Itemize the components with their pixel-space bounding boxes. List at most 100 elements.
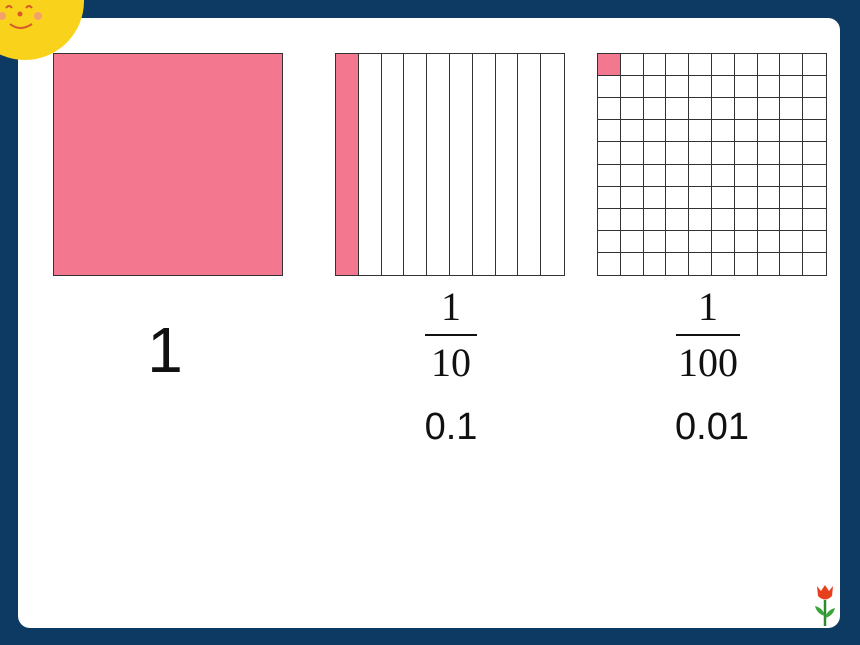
hundredth-cell (644, 120, 666, 142)
hundredth-cell (621, 187, 644, 209)
hundredth-cell (758, 209, 780, 231)
hundredth-cell (689, 187, 712, 209)
hundredth-cell (780, 98, 803, 120)
hundredth-cell (689, 54, 712, 76)
hundredth-cell (621, 98, 644, 120)
hundredth-cell (758, 187, 780, 209)
hundredth-cell (666, 76, 689, 98)
hundredth-cell (780, 253, 803, 275)
hundredth-cell (598, 120, 621, 142)
hundredth-cell (644, 187, 666, 209)
hundredth-cell (758, 120, 780, 142)
hundredth-cell (803, 187, 826, 209)
hundredth-cell (735, 98, 758, 120)
hundredth-cell (735, 76, 758, 98)
hundredth-cell (735, 54, 758, 76)
tenth-strip (382, 54, 404, 275)
hundredth-cell (803, 165, 826, 187)
hundredth-cell (666, 187, 689, 209)
hundredth-cell (780, 209, 803, 231)
hundredth-cell (780, 231, 803, 253)
hundredth-cell (758, 142, 780, 165)
fraction-numerator: 1 (698, 284, 718, 329)
hundredth-cell (621, 209, 644, 231)
hundredth-cell (621, 76, 644, 98)
hundredth-cell (780, 165, 803, 187)
hundredth-cell (666, 98, 689, 120)
decimal-one-hundredth: 0.01 (675, 406, 749, 448)
hundredth-cell (644, 76, 666, 98)
hundredth-cell (758, 98, 780, 120)
hundredth-cell (598, 98, 621, 120)
hundredth-cell (758, 76, 780, 98)
hundredth-cell (780, 76, 803, 98)
hundredth-cell (780, 54, 803, 76)
tenth-strip (473, 54, 496, 275)
hundredth-cell (666, 165, 689, 187)
hundredth-cell (644, 98, 666, 120)
hundredth-cell (712, 187, 735, 209)
tenth-strip (336, 54, 359, 275)
hundredth-cell (803, 120, 826, 142)
hundredth-cell (644, 231, 666, 253)
fraction-one-tenth: 1 10 (425, 284, 477, 388)
hundredth-cell (666, 142, 689, 165)
hundredth-cell (689, 165, 712, 187)
hundredth-cell (666, 231, 689, 253)
fraction-bar (425, 334, 477, 336)
hundredth-cell (689, 76, 712, 98)
whole-square (53, 53, 283, 276)
hundredth-cell (780, 142, 803, 165)
hundredth-cell (598, 165, 621, 187)
hundredths-square (597, 53, 827, 276)
hundredth-cell (735, 253, 758, 275)
fraction-denominator: 100 (678, 340, 738, 385)
hundredth-cell (780, 120, 803, 142)
hundredth-cell (621, 165, 644, 187)
hundredth-cell (689, 231, 712, 253)
hundredth-cell (803, 98, 826, 120)
tenth-strip (518, 54, 541, 275)
hundredth-cell (689, 253, 712, 275)
hundredth-cell (735, 142, 758, 165)
hundredth-cell (712, 98, 735, 120)
hundredth-cell (758, 231, 780, 253)
hundredth-cell (758, 54, 780, 76)
hundredth-cell (621, 231, 644, 253)
hundredth-cell (712, 142, 735, 165)
hundredth-cell (803, 76, 826, 98)
hundredth-cell (689, 98, 712, 120)
hundredth-cell (712, 253, 735, 275)
fraction-numerator: 1 (441, 284, 461, 329)
hundredth-cell (712, 120, 735, 142)
hundredth-cell (644, 165, 666, 187)
hundredth-cell (621, 253, 644, 275)
hundredth-cell (666, 120, 689, 142)
hundredth-cell (598, 187, 621, 209)
hundredth-cell (803, 142, 826, 165)
hundredth-cell (621, 142, 644, 165)
tulip-icon (815, 585, 835, 626)
hundredth-cell (598, 76, 621, 98)
hundredth-cell (666, 54, 689, 76)
fraction-bar (676, 334, 740, 336)
hundredth-cell (644, 142, 666, 165)
fraction-one-hundredth: 1 100 (676, 284, 740, 388)
fraction-denominator: 10 (431, 340, 471, 385)
hundredth-cell (803, 54, 826, 76)
hundredth-cell (712, 76, 735, 98)
hundredth-cell (644, 209, 666, 231)
hundredth-cell (735, 165, 758, 187)
hundredth-cell (803, 253, 826, 275)
hundredth-cell (621, 54, 644, 76)
hundredth-cell (666, 209, 689, 231)
tenth-strip (427, 54, 450, 275)
tenth-strip (359, 54, 382, 275)
hundredth-cell (780, 187, 803, 209)
hundredth-cell (598, 142, 621, 165)
hundredth-cell (598, 253, 621, 275)
hundredth-cell (803, 209, 826, 231)
hundredth-cell (735, 209, 758, 231)
hundredth-cell (735, 120, 758, 142)
tenth-strip (496, 54, 518, 275)
